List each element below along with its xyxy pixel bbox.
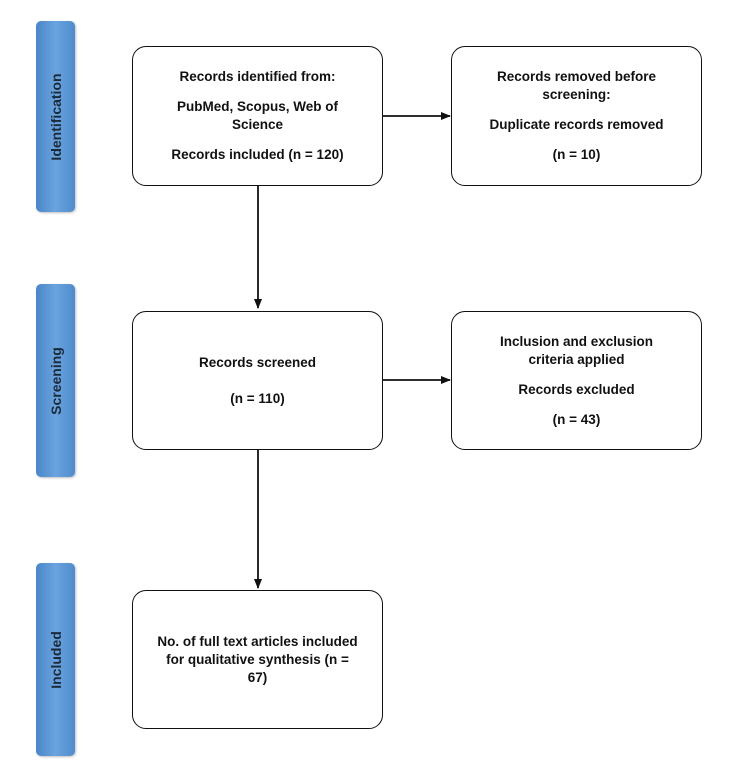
- box-full-text-included: No. of full text articles included for q…: [132, 590, 383, 729]
- box-records-removed: Records removed before screening: Duplic…: [451, 46, 702, 186]
- records-identified-count: Records included (n = 120): [171, 147, 344, 162]
- box-records-identified: Records identified from: PubMed, Scopus,…: [132, 46, 383, 186]
- full-text-included-text: No. of full text articles included for q…: [157, 633, 358, 685]
- records-screened-count: (n = 110): [230, 390, 285, 406]
- records-screened-heading: Records screened: [198, 354, 317, 370]
- records-excluded-count: (n = 43): [552, 411, 601, 427]
- records-removed-count: (n = 10): [552, 147, 601, 162]
- box-records-excluded: Inclusion and exclusion criteria applied…: [451, 311, 702, 450]
- records-removed-reason: Duplicate records removed: [489, 117, 664, 132]
- records-excluded-heading: Records excluded: [518, 381, 635, 397]
- records-removed-heading: Records removed before screening:: [496, 69, 657, 102]
- records-excluded-criteria: Inclusion and exclusion criteria applied: [499, 333, 654, 367]
- box-records-screened: Records screened (n = 110): [132, 311, 383, 450]
- records-identified-heading: Records identified from:: [179, 69, 336, 84]
- stage-tab-included: Included: [36, 563, 75, 756]
- stage-tab-identification: Identification: [36, 21, 75, 212]
- stage-tab-screening: Screening: [36, 284, 75, 477]
- records-identified-sources: PubMed, Scopus, Web of Science: [176, 99, 338, 132]
